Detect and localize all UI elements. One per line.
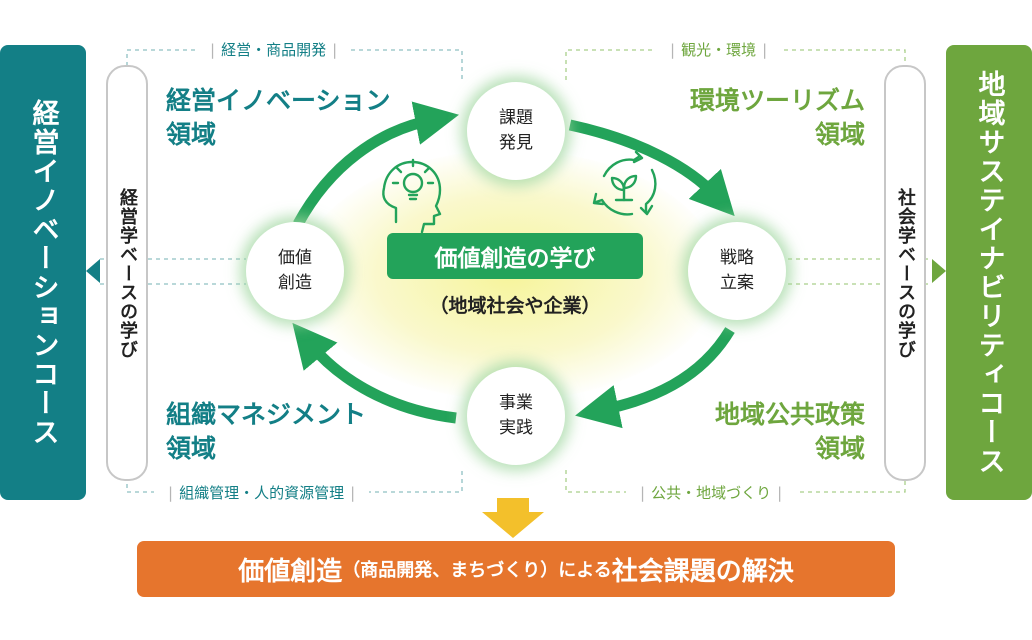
- foundation-right-label: 社会学ベースの学び: [895, 187, 916, 359]
- node-right-line1: 戦略: [720, 248, 754, 268]
- course-left-label: 経営イノベーションコース: [27, 98, 59, 447]
- arrow-top-to-right: [568, 119, 735, 217]
- node-strategy-planning: 戦略立案: [688, 222, 786, 320]
- tag-top-right: 観光・環境: [656, 41, 782, 59]
- tag-bottom-right: 公共・地域づくり: [626, 484, 797, 502]
- domain-bottom-left-line1: 組織マネジメント: [166, 400, 367, 429]
- result-part2: （商品開発、まちづくり）: [342, 560, 559, 581]
- node-business-practice: 事業実践: [467, 367, 565, 465]
- cycle-arrows: [292, 101, 735, 429]
- left-course-pointer: [86, 259, 100, 283]
- node-problem-discovery: 課題発見: [467, 82, 565, 180]
- right-course-pointer: [932, 259, 946, 283]
- domain-organization-management: 組織マネジメント 領域: [166, 398, 366, 466]
- domain-bottom-right-line1: 地域公共政策: [714, 400, 865, 429]
- domain-top-left-line1: 経営イノベーション: [166, 86, 391, 115]
- result-part3: による: [558, 560, 612, 581]
- node-bottom-line1: 事業: [499, 393, 533, 413]
- domain-management-innovation: 経営イノベーション 領域: [166, 84, 391, 152]
- tag-top-left: 経営・商品開発: [196, 41, 352, 59]
- domain-top-right-line1: 環境ツーリズム: [689, 86, 865, 115]
- domain-regional-public-policy: 地域公共政策 領域: [640, 398, 865, 466]
- foundation-left-label: 経営学ベースの学び: [117, 187, 138, 359]
- node-left-line2: 創造: [278, 273, 312, 293]
- node-top-line1: 課題: [499, 108, 533, 128]
- green-dashed-brackets: [565, 49, 906, 493]
- course-right-label: 地域サステイナビリティコース: [973, 69, 1005, 476]
- domain-bottom-right-line2: 領域: [814, 434, 865, 463]
- result-banner: 価値創造 （商品開発、まちづくり） による 社会課題の解決: [137, 541, 895, 597]
- center-title: 価値創造の学び: [387, 233, 643, 279]
- arrow-bottom-to-left: [292, 322, 457, 424]
- arrow-left-to-top: [293, 101, 460, 227]
- node-value-creation: 価値創造: [246, 222, 344, 320]
- domain-environment-tourism: 環境ツーリズム 領域: [640, 84, 865, 152]
- arrow-right-to-bottom: [575, 327, 735, 429]
- result-part4: 社会課題の解決: [611, 556, 794, 587]
- foundation-sociology-learning: 社会学ベースの学び: [884, 65, 926, 481]
- node-top-line2: 発見: [499, 133, 533, 153]
- domain-top-right-line2: 領域: [814, 120, 865, 149]
- node-left-line1: 価値: [278, 248, 312, 268]
- down-arrow: [482, 498, 544, 538]
- center-subtitle: （地域社会や企業）: [429, 295, 601, 317]
- teal-dashed-brackets: [126, 49, 463, 493]
- course-management-innovation: 経営イノベーションコース: [0, 45, 86, 500]
- tag-bottom-left: 組織管理・人的資源管理: [154, 484, 370, 502]
- node-right-line2: 立案: [720, 273, 754, 293]
- lightbulb-head-icon: [382, 158, 442, 234]
- domain-top-left-line2: 領域: [166, 120, 217, 149]
- course-regional-sustainability: 地域サステイナビリティコース: [946, 45, 1032, 500]
- node-bottom-line2: 実践: [499, 418, 533, 438]
- domain-bottom-left-line2: 領域: [166, 434, 217, 463]
- foundation-management-learning: 経営学ベースの学び: [106, 65, 148, 481]
- recycle-sprout-icon: [592, 150, 657, 216]
- result-part1: 価値創造: [238, 556, 343, 587]
